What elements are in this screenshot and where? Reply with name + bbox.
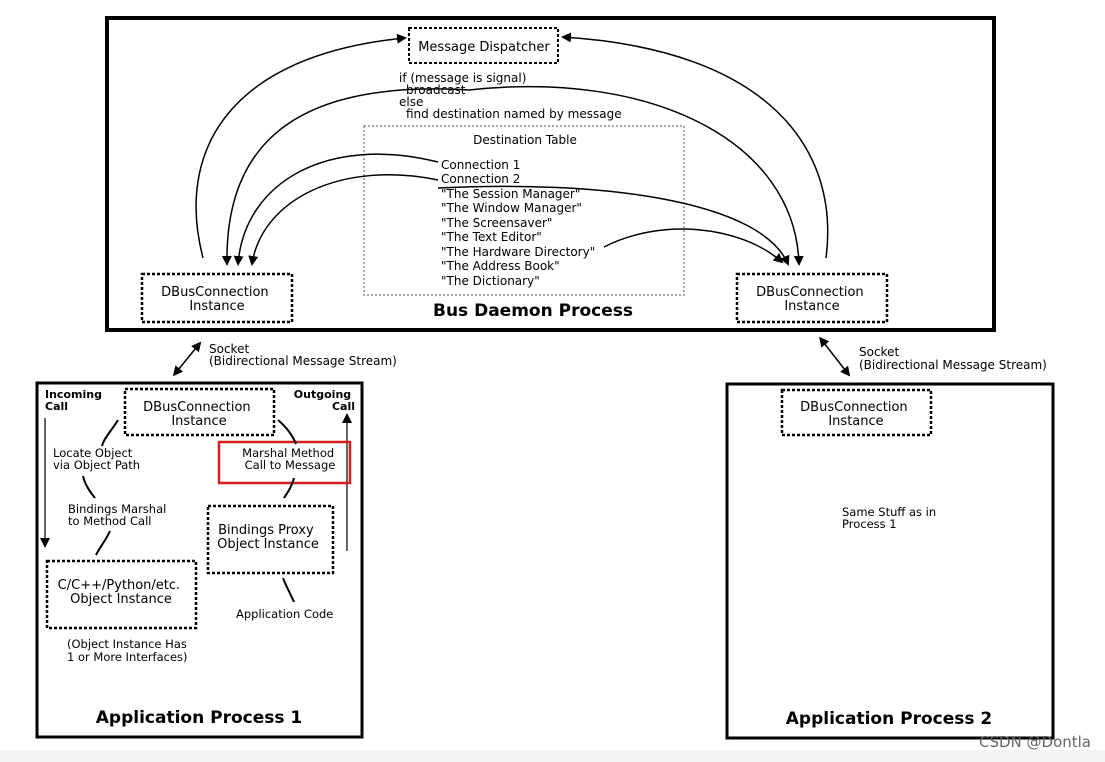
object-instance-box [45,559,198,630]
bus-daemon-title: Bus Daemon Process [433,301,633,321]
arrow-broadcast-left [221,88,470,266]
app2-connection-box [780,388,933,437]
app-process-2-box [725,382,1055,740]
incoming-call-label: Incoming Call [45,388,106,413]
app1-connector-curves [82,419,297,603]
bindings-proxy-box [206,504,335,575]
marshal-method-label: Marshal Method Call to Message [242,446,338,472]
object-instance-note: (Object Instance Has 1 or More Interface… [67,637,191,664]
bus-flow-arrows [195,32,829,266]
app-process-1-title: Application Process 1 [96,708,302,728]
locate-object-label: Locate Object via Object Path [53,446,140,472]
dispatcher-logic: if (message is signal) broadcast else fi… [399,71,622,121]
arrow-connection2 [248,174,439,266]
socket-left-arrow [172,341,202,377]
app1-connection-label: DBusConnection Instance [143,400,255,429]
destination-list: Connection 1 Connection 2 "The Session M… [441,158,599,288]
app-process-1-box [35,381,364,739]
socket-right-label: Socket (Bidirectional Message Stream) [859,345,1047,372]
object-instance-label: C/C++/Python/etc. Object Instance [58,578,185,607]
app2-connection-label: DBusConnection Instance [800,400,912,429]
bus-connection-right-label: DBusConnection Instance [756,285,868,314]
watermark: CSDN @Dontla [978,733,1091,751]
bus-connection-left-label: DBusConnection Instance [161,285,273,314]
application-code-label: Application Code [236,607,333,621]
outgoing-call-label: Outgoing Call [294,388,355,413]
app1-connection-box [123,387,276,437]
socket-left-label: Socket (Bidirectional Message Stream) [209,342,397,368]
bindings-proxy-label: Bindings Proxy Object Instance [217,523,319,552]
destination-table-title: Destination Table [473,133,577,147]
arrow-broadcast-right [468,85,804,266]
arrow-hardware-directory [603,228,784,264]
arrow-left-conn-to-dispatcher [195,33,407,259]
bottom-strip [0,750,1105,762]
bus-connection-right-box [735,272,889,324]
bindings-marshal-label: Bindings Marshal to Method Call [68,502,170,528]
app2-same-stuff-label: Same Stuff as in Process 1 [842,505,940,531]
app-process-2-title: Application Process 2 [786,709,992,729]
socket-right-arrow [819,336,851,377]
arrow-connection1 [233,153,439,266]
arrow-session-manager [437,185,790,266]
message-dispatcher-label: Message Dispatcher [418,40,550,55]
marshal-method-highlight-box [217,440,352,485]
message-dispatcher-box [408,27,559,64]
bus-connection-left-box [140,272,294,324]
arrow-right-conn-to-dispatcher [561,32,829,259]
destination-table-box [363,125,685,296]
bus-daemon-box [105,16,996,332]
